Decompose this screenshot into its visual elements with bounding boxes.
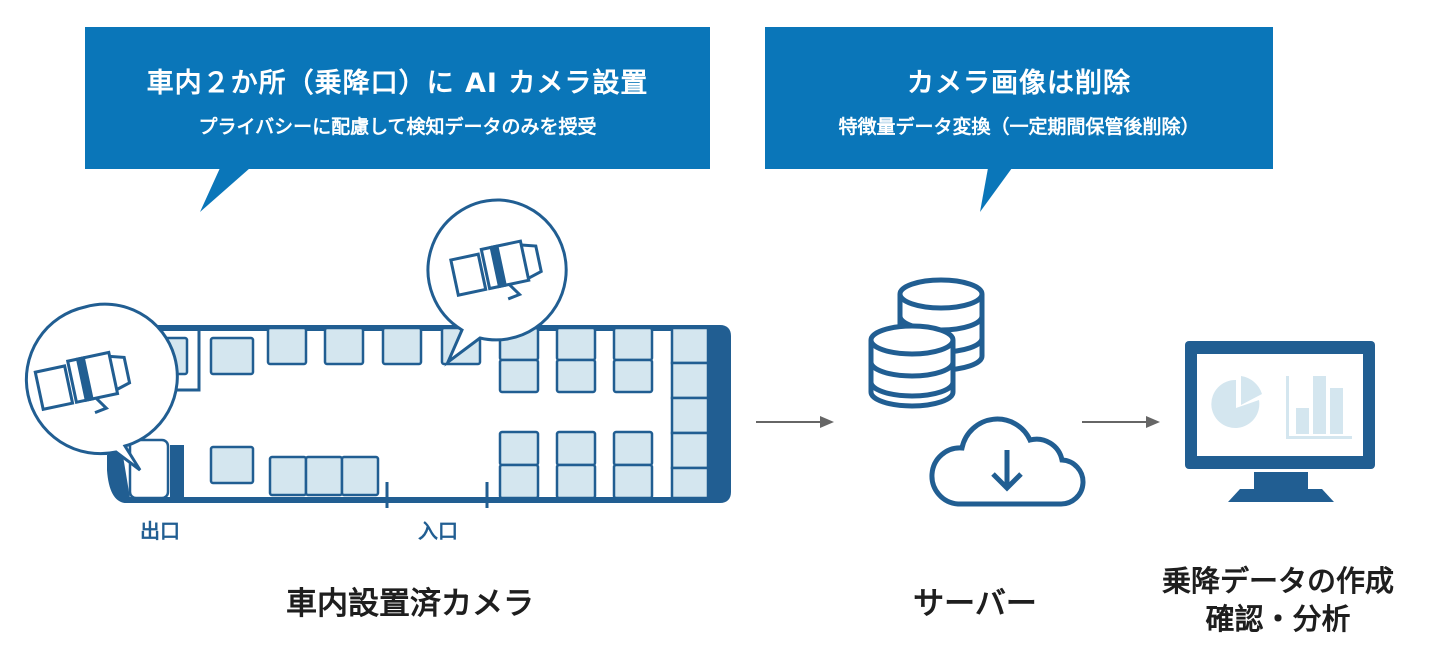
driver-seat bbox=[128, 438, 170, 500]
bus-camera-caption: 車内設置済カメラ bbox=[286, 586, 534, 622]
callout-image-delete-subtitle: 特徴量データ変換（一定期間保管後削除） bbox=[838, 116, 1200, 138]
callout-camera-install: 車内２か所（乗降口）に AI カメラ設置 プライバシーに配慮して検知データのみを… bbox=[85, 27, 710, 169]
callout-camera-install-tail bbox=[200, 168, 250, 212]
callout-camera-install-subtitle: プライバシーに配慮して検知データのみを授受 bbox=[198, 116, 597, 138]
output-caption: 乗降データの作成 確認・分析 bbox=[1118, 562, 1438, 638]
seat bbox=[498, 358, 540, 394]
seat bbox=[670, 396, 710, 435]
seat bbox=[323, 326, 365, 366]
camera-bubble-entrance bbox=[426, 198, 568, 367]
seat bbox=[555, 326, 597, 362]
bar-chart-icon bbox=[1286, 376, 1352, 439]
seat bbox=[555, 358, 597, 394]
camera-icon bbox=[449, 239, 543, 301]
callout-image-delete-tail bbox=[980, 168, 1012, 212]
seat bbox=[670, 431, 710, 470]
seat bbox=[612, 358, 654, 394]
seat bbox=[612, 326, 654, 362]
seat bbox=[266, 326, 308, 366]
entrance-label: 入口 bbox=[418, 519, 458, 543]
server-caption: サーバー bbox=[913, 586, 1037, 622]
seat bbox=[498, 463, 540, 500]
seat bbox=[268, 455, 308, 497]
seat bbox=[209, 445, 255, 485]
seat bbox=[670, 361, 710, 400]
seat bbox=[304, 455, 344, 497]
bus-seats bbox=[128, 326, 710, 500]
callout-image-delete-title: カメラ画像は削除 bbox=[907, 68, 1131, 99]
seat bbox=[498, 430, 540, 467]
database-icon bbox=[868, 277, 985, 409]
seat bbox=[340, 455, 380, 497]
flow-arrow-server-to-monitor bbox=[1082, 416, 1160, 428]
pie-chart-icon bbox=[1211, 376, 1262, 428]
camera-bubble-exit bbox=[24, 302, 179, 472]
flow-arrow-bus-to-server bbox=[756, 416, 834, 428]
output-caption-line1: 乗降データの作成 bbox=[1161, 564, 1394, 598]
seat bbox=[612, 430, 654, 467]
seat bbox=[555, 430, 597, 467]
seat bbox=[612, 463, 654, 500]
cloud-download-icon bbox=[929, 416, 1086, 507]
seat bbox=[670, 326, 710, 365]
exit-label: 出口 bbox=[140, 519, 180, 543]
seat bbox=[209, 336, 255, 376]
callout-camera-install-title: 車内２か所（乗降口）に AI カメラ設置 bbox=[146, 68, 649, 99]
seat bbox=[670, 466, 710, 500]
bus-body bbox=[107, 325, 731, 508]
seat bbox=[381, 326, 423, 366]
camera-icon bbox=[33, 350, 132, 415]
monitor-icon bbox=[1185, 341, 1375, 502]
callout-image-delete: カメラ画像は削除 特徴量データ変換（一定期間保管後削除） bbox=[765, 27, 1273, 169]
output-caption-line2: 確認・分析 bbox=[1205, 602, 1351, 636]
seat bbox=[555, 463, 597, 500]
